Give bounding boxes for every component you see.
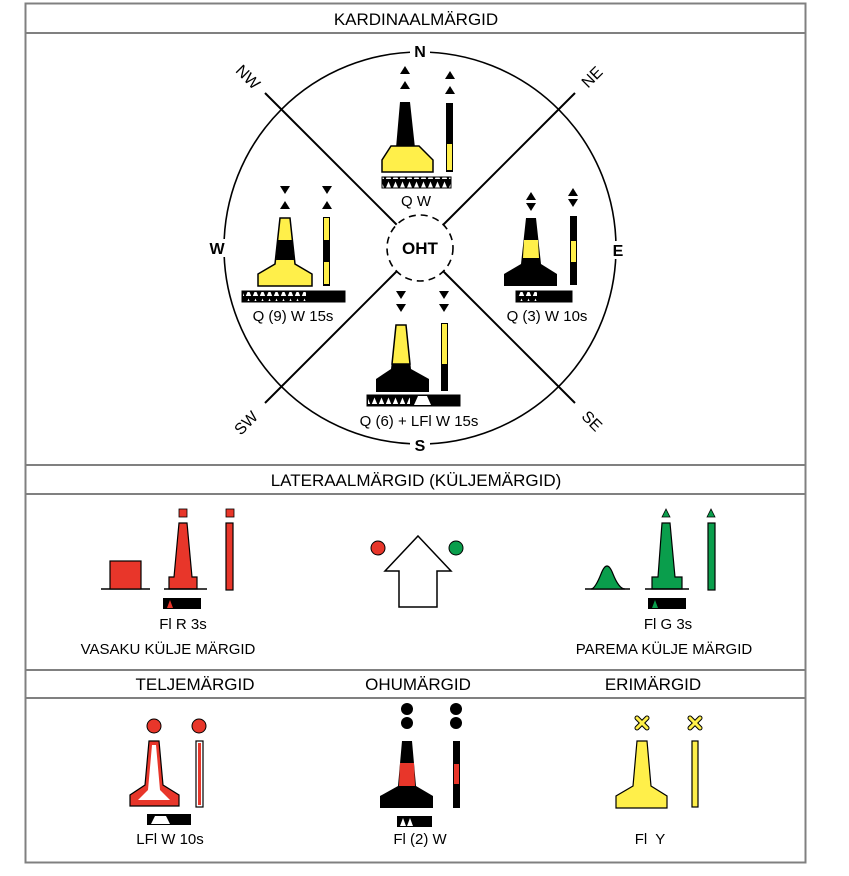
special-mark: Fl Y [615,715,703,848]
pillar-buoy-icon [615,740,668,809]
south-light-label: Q (6) + LFl W 15s [360,413,479,430]
topmark-cone-down-icon [526,203,536,211]
west-label: W [209,241,225,258]
west-light-label: Q (9) W 15s [253,308,334,325]
topmark-x-icon [687,715,703,731]
topmark-can-icon [225,508,235,518]
topmark-cone-up-icon [661,508,671,518]
starboard-lateral-mark: Fl G 3s PAREMA KÜLJE MÄRGID [576,508,753,658]
topmark-sphere-icon [401,703,413,715]
spar-buoy-icon [691,740,699,808]
safe-water-mark: LFl W 10s [129,718,207,848]
topmark-cone-up-icon [706,508,716,518]
topmark-sphere-icon [450,703,462,715]
north-light-label: Q W [401,193,432,210]
east-cardinal-mark: Q (3) W 10s [504,188,587,325]
danger-zone-circle [386,214,454,282]
topmark-cone-up-icon [280,201,290,209]
direction-of-buoyage [370,534,464,608]
outer-frame [24,2,807,864]
light-rhythm-bar [366,394,461,407]
east-light-label: Q (3) W 10s [507,308,588,325]
spar-buoy-icon [707,522,716,591]
topmark-sphere-icon [191,718,207,734]
safe-water-header: TELJEMÄRGID [135,675,254,694]
ne-sw-axis [442,92,576,226]
danger-light-label: Fl (2) W [393,831,447,848]
topmark-cone-up-icon [445,71,455,79]
topmark-sphere-icon [146,718,162,734]
topmark-cone-up-icon [445,86,455,94]
port-light-label: Fl R 3s [159,616,207,633]
south-cardinal-mark: Q (6) + LFl W 15s [360,291,479,430]
port-caption: VASAKU KÜLJE MÄRGID [81,640,256,658]
cardinal-header: KARDINAALMÄRGID [334,10,498,29]
topmark-cone-down-icon [396,291,406,299]
danger-label: OHT [402,239,439,258]
spar-buoy-icon [225,522,234,591]
north-label: N [414,44,426,61]
nw-se-axis [264,92,398,226]
topmark-cone-down-icon [439,291,449,299]
topmark-cone-down-icon [396,304,406,312]
danger-header: OHUMÄRGID [365,675,471,694]
spar-buoy-icon [446,103,453,172]
port-lateral-mark: Fl R 3s VASAKU KÜLJE MÄRGID [81,508,256,658]
topmark-cone-down-icon [322,186,332,194]
arrow-up-icon [383,534,453,608]
topmark-cone-up-icon [526,192,536,200]
isolated-danger-mark: Fl (2) W [380,703,462,848]
light-rhythm-bar [397,816,432,827]
special-header: ERIMÄRGID [605,675,701,694]
west-cardinal-mark: Q (9) W 15s [241,186,346,325]
conical-buoy-icon [590,565,626,590]
special-light-label: Fl Y [635,831,666,848]
green-light-icon [448,540,464,556]
red-light-icon [370,540,386,556]
topmark-sphere-icon [450,717,462,729]
topmark-cone-up-icon [400,66,410,74]
topmark-can-icon [178,508,188,518]
east-label: E [613,243,624,260]
topmark-cone-up-icon [568,188,578,196]
south-label: S [415,438,426,455]
light-rhythm-bar [381,176,452,189]
safe-water-light-label: LFl W 10s [136,831,204,848]
topmark-cone-up-icon [400,81,410,89]
topmark-cone-down-icon [280,186,290,194]
topmark-cone-down-icon [568,199,578,207]
starboard-caption: PAREMA KÜLJE MÄRGID [576,640,753,658]
spar-buoy-icon [323,217,330,286]
topmark-cone-up-icon [322,201,332,209]
topmark-x-icon [634,715,650,731]
topmark-cone-down-icon [439,304,449,312]
nw-se-axis [442,270,576,404]
can-buoy-icon [109,560,142,590]
light-rhythm-bar [515,290,573,303]
ne-sw-axis [264,270,398,404]
starboard-light-label: Fl G 3s [644,616,692,633]
north-cardinal-mark: Q W [381,66,455,210]
light-rhythm-bar [648,598,686,609]
light-rhythm-bar [147,814,191,825]
light-rhythm-bar [163,598,201,609]
lateral-header: LATERAALMÄRGID (KÜLJEMÄRGID) [271,471,562,490]
topmark-sphere-icon [401,717,413,729]
